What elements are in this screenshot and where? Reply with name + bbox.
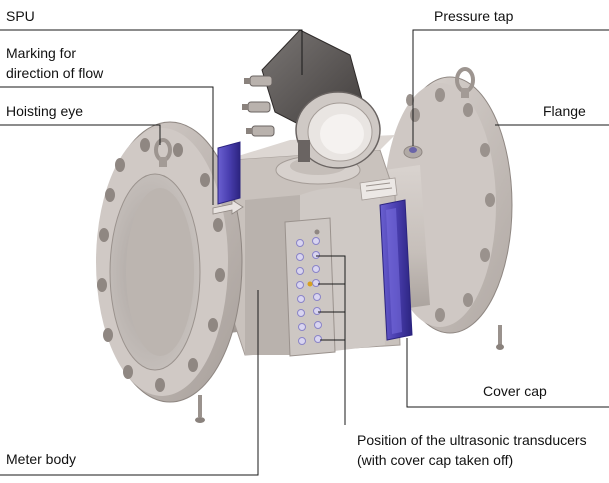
- left-flange: [96, 121, 243, 423]
- transducer-plate: [284, 217, 336, 357]
- label-ultrasonic-transducers: Position of the ultrasonic transducers (…: [357, 430, 587, 470]
- pressure-tap-shape: [403, 145, 423, 159]
- hoisting-eye-left: [154, 138, 172, 167]
- label-meter-body: Meter body: [6, 451, 77, 467]
- right-foot-bolt: [496, 325, 504, 350]
- nameplate: [359, 177, 398, 201]
- label-pressure-tap: Pressure tap: [434, 8, 514, 24]
- label-cover-cap: Cover cap: [483, 383, 547, 399]
- spu-housing: [242, 29, 381, 169]
- label-marking-line2: direction of flow: [6, 65, 104, 81]
- hoisting-eye-right: [455, 67, 475, 98]
- label-marking-direction-of-flow: Marking for direction of flow: [6, 43, 103, 83]
- flow-direction-marking: [212, 199, 244, 215]
- cover-cap-right: [379, 199, 413, 341]
- label-transducers-line2: (with cover cap taken off): [357, 452, 514, 468]
- leader-lines: [0, 29, 609, 476]
- cover-cap-left: [217, 141, 241, 205]
- label-spu: SPU: [6, 8, 35, 24]
- label-marking-line1: Marking for: [6, 45, 77, 61]
- label-hoisting-eye: Hoisting eye: [6, 103, 84, 119]
- label-transducers-line1: Position of the ultrasonic transducers: [357, 432, 587, 448]
- label-flange: Flange: [543, 103, 586, 119]
